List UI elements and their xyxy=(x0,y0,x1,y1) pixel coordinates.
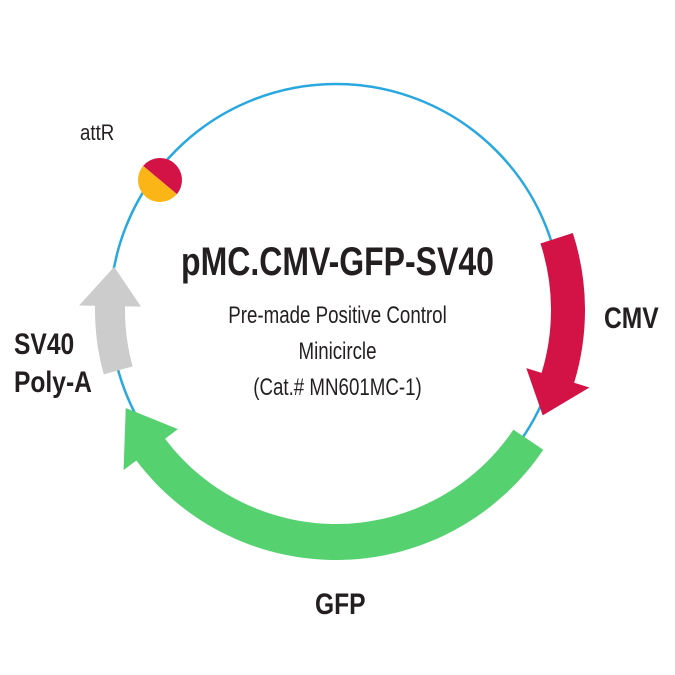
sv40-polya-feature-arrow[interactable] xyxy=(79,266,142,375)
plasmid-title: pMC.CMV-GFP-SV40 xyxy=(181,240,494,284)
cmv-label: CMV xyxy=(604,302,659,335)
subtitle-line-1: Pre-made Positive Control xyxy=(228,302,447,329)
subtitle-line-2: Minicircle xyxy=(298,338,377,365)
attr-site-half-top xyxy=(143,158,182,195)
sv40-label: SV40 xyxy=(14,328,75,361)
gfp-label: GFP xyxy=(315,588,366,621)
attr-site-marker[interactable] xyxy=(138,158,182,203)
attr-label: attR xyxy=(80,120,115,145)
attr-site-half-bottom xyxy=(138,165,177,203)
cmv-feature-arrow[interactable] xyxy=(526,233,590,416)
polya-label: Poly-A xyxy=(14,366,92,399)
gfp-feature-arrow[interactable] xyxy=(123,408,544,560)
subtitle-line-3: (Cat.# MN601MC-1) xyxy=(253,374,422,401)
